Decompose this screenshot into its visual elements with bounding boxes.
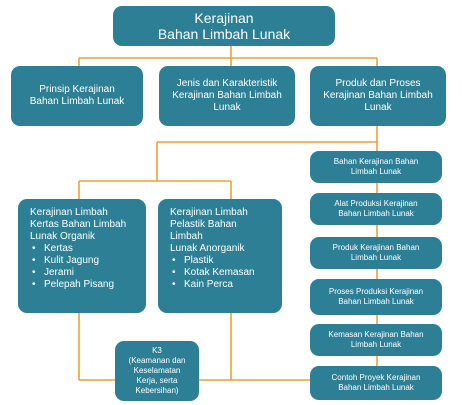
node-produk: Produk dan Proses Kerajinan Bahan Limbah… xyxy=(310,66,446,126)
k3-line2: (Keamanan dan xyxy=(128,356,186,365)
node-anorganik: Kerajinan Limbah Pelastik Bahan Limbah L… xyxy=(158,199,282,313)
node-kemasan: Kemasan Kerajinan Bahan Limbah Lunak xyxy=(310,324,442,356)
list-item: Kertas xyxy=(32,243,136,255)
kemasan-line1: Kemasan Kerajinan Bahan xyxy=(328,330,424,339)
alat-line1: Alat Produksi Kerajinan xyxy=(334,199,418,208)
contoh-line1: Contoh Proyek Kerajinan xyxy=(331,373,421,382)
bahan-line1: Bahan Kerajinan Bahan xyxy=(333,157,419,166)
prinsip-line1: Prinsip Kerajinan xyxy=(39,84,115,95)
k3-line4: Kerja, serta xyxy=(136,376,178,385)
root-title-line1: Kerajinan xyxy=(194,10,254,26)
bahan-line2: Limbah Lunak xyxy=(350,167,402,176)
k3-line1: K3 xyxy=(152,346,162,355)
produk-line3: Lunak xyxy=(364,102,392,113)
anorganik-title-line2: Pelastik Bahan Limbah xyxy=(170,219,237,242)
k3-line3: Keselamatan xyxy=(133,366,181,375)
alat-line2: Bahan Limbah Lunak xyxy=(338,209,414,218)
anorganik-title-line1: Kerajinan Limbah xyxy=(170,207,248,218)
list-item: Jerami xyxy=(32,267,136,279)
jenis-line2: Kerajinan Bahan Limbah xyxy=(172,90,282,101)
jenis-line3: Lunak xyxy=(213,102,241,113)
list-item: Kain Perca xyxy=(172,279,272,291)
produk-kerajinan-line2: Limbah Lunak xyxy=(350,253,402,262)
node-bahan: Bahan Kerajinan Bahan Limbah Lunak xyxy=(310,151,442,183)
list-item: Plastik xyxy=(172,255,272,267)
root-title-line2: Bahan Limbah Lunak xyxy=(157,26,291,42)
node-contoh: Contoh Proyek Kerajinan Bahan Limbah Lun… xyxy=(310,366,442,400)
node-prinsip: Prinsip Kerajinan Bahan Limbah Lunak xyxy=(11,66,143,126)
contoh-line2: Bahan Limbah Lunak xyxy=(338,383,414,392)
organik-title-line1: Kerajinan Limbah xyxy=(30,207,108,218)
k3-line5: Kebersihan) xyxy=(135,386,179,395)
list-item: Kulit Jagung xyxy=(32,255,136,267)
produk-line2: Kerajinan Bahan Limbah xyxy=(323,90,433,101)
organik-list: Kertas Kulit Jagung Jerami Pelepah Pisan… xyxy=(30,243,136,291)
kemasan-line2: Limbah Lunak xyxy=(350,340,402,349)
jenis-line1: Jenis dan Karakteristik xyxy=(176,78,278,89)
produk-line1: Produk dan Proses xyxy=(335,78,421,89)
node-k3: K3 (Keamanan dan Keselamatan Kerja, sert… xyxy=(115,341,199,401)
proses-line1: Proses Produksi Kerajinan xyxy=(328,287,424,296)
node-proses: Proses Produksi Kerajinan Bahan Limbah L… xyxy=(310,279,442,315)
prinsip-line2: Bahan Limbah Lunak xyxy=(29,96,125,107)
node-alat: Alat Produksi Kerajinan Bahan Limbah Lun… xyxy=(310,193,442,225)
node-produk-kerajinan: Produk Kerajinan Bahan Limbah Lunak xyxy=(310,237,442,269)
node-jenis: Jenis dan Karakteristik Kerajinan Bahan … xyxy=(159,66,295,126)
proses-line2: Bahan Limbah Lunak xyxy=(338,297,414,306)
root-node: Kerajinan Bahan Limbah Lunak xyxy=(113,6,335,46)
anorganik-list: Plastik Kotak Kemasan Kain Perca xyxy=(170,255,272,291)
organik-title-line2: Kertas Bahan Limbah xyxy=(30,219,127,230)
list-item: Kotak Kemasan xyxy=(172,267,272,279)
organik-title-line3: Lunak Organik xyxy=(30,231,96,242)
anorganik-title-line3: Lunak Anorganik xyxy=(170,243,245,254)
produk-kerajinan-line1: Produk Kerajinan Bahan xyxy=(332,243,420,252)
list-item: Pelepah Pisang xyxy=(32,279,136,291)
node-organik: Kerajinan Limbah Kertas Bahan Limbah Lun… xyxy=(18,199,146,313)
